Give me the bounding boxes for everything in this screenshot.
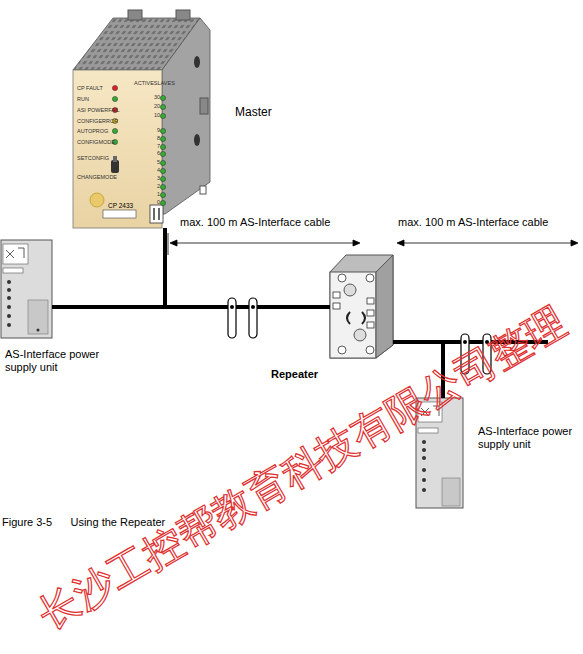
slave-number: 0 xyxy=(157,199,160,205)
slave-number: 1 xyxy=(157,191,160,197)
module-type: CP 2433 xyxy=(108,202,133,209)
slave-number: 2 xyxy=(157,183,160,189)
slave-number: 20 xyxy=(154,103,160,109)
led-label: SETCONFIG xyxy=(77,155,109,161)
power-supply-unit: AS-Interface power supply unit xyxy=(1,240,52,338)
led-label: CHANGEMODE xyxy=(77,174,117,180)
slave-number: 7 xyxy=(157,143,160,149)
figure-caption: Figure 3-5 Using the Repeater xyxy=(2,516,165,529)
slave-number: 6 xyxy=(157,150,160,156)
slave-number: 3 xyxy=(157,175,160,181)
node-label: AS-Interface power supply unit xyxy=(5,348,130,373)
slave-number: 5 xyxy=(157,159,160,165)
slave-number: 4 xyxy=(157,167,160,173)
repeater-module xyxy=(330,255,393,358)
power-supply-unit xyxy=(1,240,52,338)
led-label: CONFIGMODE xyxy=(77,139,115,145)
node-label: Repeater xyxy=(271,368,318,381)
dimension-label: max. 100 m AS-Interface cable xyxy=(180,216,330,229)
dimension-label: max. 100 m AS-Interface cable xyxy=(398,216,548,229)
slave-number: 8 xyxy=(157,135,160,141)
watermark: 长沙工控帮教育科技有限公司整理 xyxy=(31,298,574,638)
led-label: CONFIGERROR xyxy=(77,118,118,124)
dimension-arrow xyxy=(168,233,578,255)
node-label: AS-Interface power supply unit xyxy=(478,425,578,450)
led-label: ASI POWERFAIL xyxy=(77,107,119,113)
led-label: CP FAULT xyxy=(77,85,103,91)
as-interface-cable xyxy=(165,228,330,307)
repeater-module: Repeater xyxy=(330,255,393,358)
node-label: Master xyxy=(235,106,272,120)
master-module xyxy=(73,10,210,228)
led-label: ACTIVESLAVES xyxy=(134,80,175,86)
led-label: RUN xyxy=(77,96,89,102)
as-interface-cable xyxy=(52,228,165,307)
slave-number: 10 xyxy=(154,112,160,118)
slave-number: 9 xyxy=(157,127,160,133)
slave-number: 30 xyxy=(154,94,160,100)
led-label: AUTOPROG xyxy=(77,128,108,134)
